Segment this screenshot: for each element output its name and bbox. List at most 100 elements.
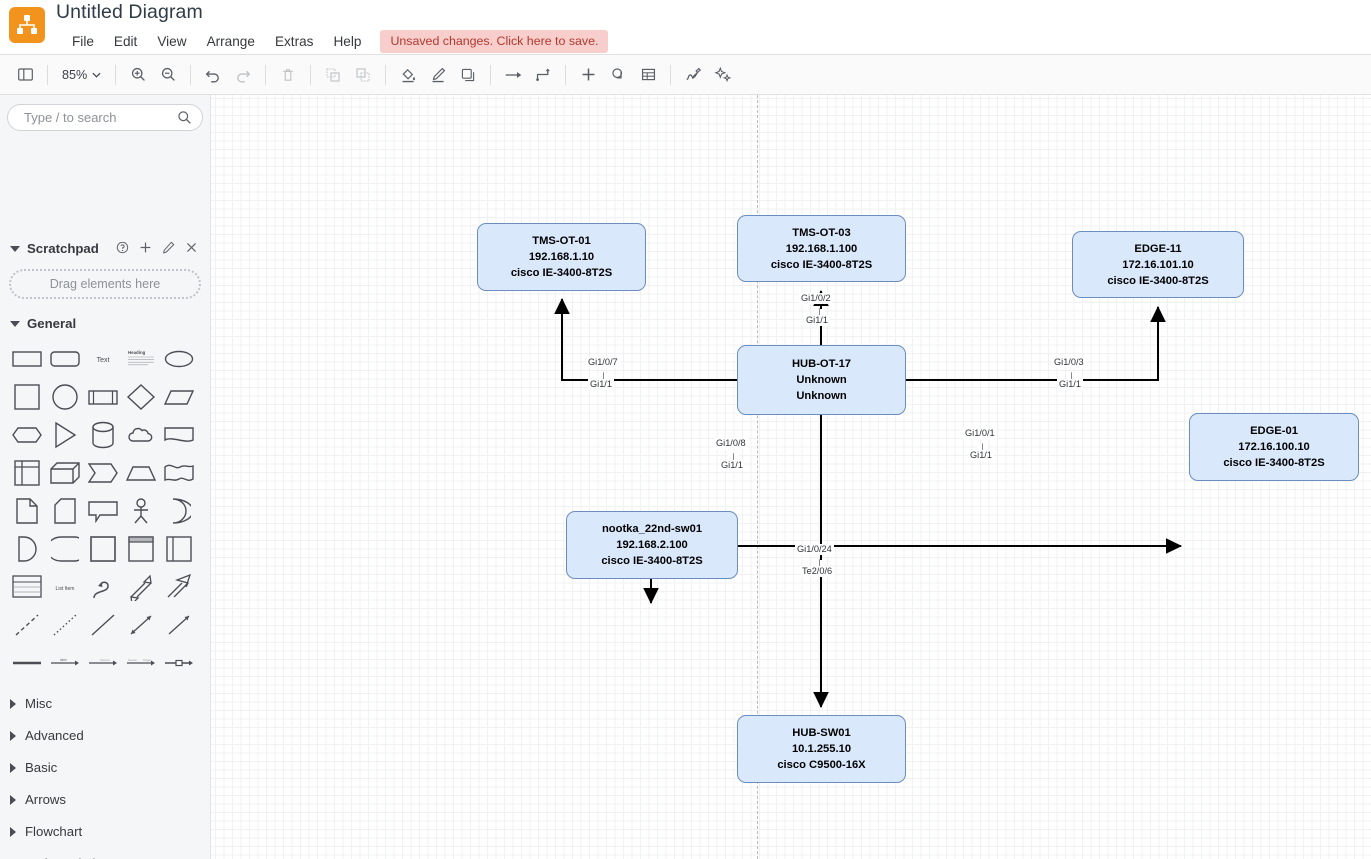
shape-plain-connector[interactable] xyxy=(8,644,46,682)
shape-or[interactable] xyxy=(160,492,198,530)
delete-icon[interactable] xyxy=(273,60,303,90)
shape-note[interactable] xyxy=(8,492,46,530)
shape-bidirectional-arrow[interactable] xyxy=(122,568,160,606)
sidebar-item-misc[interactable]: Misc xyxy=(10,696,52,711)
shape-cloud[interactable] xyxy=(122,416,160,454)
shape-labeled-connector[interactable]: label xyxy=(46,644,84,682)
shape-textbox[interactable]: Heading xyxy=(122,340,160,378)
shape-process[interactable] xyxy=(84,378,122,416)
node-hub-sw01[interactable]: HUB-SW01 10.1.255.10 cisco C9500-16X xyxy=(737,715,906,783)
redo-icon[interactable] xyxy=(228,60,258,90)
svg-text:Target: Target xyxy=(143,658,151,662)
shape-edge-with-node[interactable] xyxy=(160,644,198,682)
shape-text[interactable]: Text xyxy=(84,340,122,378)
menu-view[interactable]: View xyxy=(147,31,196,52)
shape-container[interactable] xyxy=(84,530,122,568)
sidebar-item-flowchart[interactable]: Flowchart xyxy=(10,824,82,839)
shape-parallelogram[interactable] xyxy=(160,378,198,416)
shape-triangle[interactable] xyxy=(46,416,84,454)
shape-step[interactable] xyxy=(84,454,122,492)
shape-dotted-line[interactable] xyxy=(46,606,84,644)
shape-arrow-line[interactable] xyxy=(160,606,198,644)
shape-cube[interactable] xyxy=(46,454,84,492)
help-icon[interactable] xyxy=(116,241,129,259)
shape-ellipse[interactable] xyxy=(160,340,198,378)
shape-curved-arrow[interactable] xyxy=(84,568,122,606)
shape-bidi-labeled-connector[interactable]: Source xyxy=(84,644,122,682)
node-hub-ot-17[interactable]: HUB-OT-17 Unknown Unknown xyxy=(737,345,906,415)
shape-delay[interactable] xyxy=(8,530,46,568)
shape-block-arrow[interactable] xyxy=(160,568,198,606)
shape-cylinder[interactable] xyxy=(84,416,122,454)
to-front-icon[interactable] xyxy=(318,60,348,90)
diagram-canvas[interactable]: TMS-OT-01 192.168.1.10 cisco IE-3400-8T2… xyxy=(211,95,1371,859)
edit-icon[interactable] xyxy=(162,241,175,259)
shape-callout[interactable] xyxy=(84,492,122,530)
insert-comment-icon[interactable] xyxy=(603,60,633,90)
menu-help[interactable]: Help xyxy=(323,31,371,52)
shape-tape[interactable] xyxy=(160,454,198,492)
shape-square[interactable] xyxy=(8,378,46,416)
undo-icon[interactable] xyxy=(198,60,228,90)
node-edge-01[interactable]: EDGE-01 172.16.100.10 cisco IE-3400-8T2S xyxy=(1189,413,1359,481)
close-icon[interactable] xyxy=(185,241,198,259)
scratchpad-header[interactable]: Scratchpad xyxy=(10,241,99,256)
zoom-in-icon[interactable] xyxy=(123,60,153,90)
shadow-icon[interactable] xyxy=(453,60,483,90)
sidebar-item-basic[interactable]: Basic xyxy=(10,760,57,775)
node-tms-ot-01[interactable]: TMS-OT-01 192.168.1.10 cisco IE-3400-8T2… xyxy=(477,223,646,291)
line-color-icon[interactable] xyxy=(423,60,453,90)
shape-list[interactable] xyxy=(8,568,46,606)
zoom-level-select[interactable]: 85% xyxy=(55,64,108,86)
insert-table-icon[interactable] xyxy=(633,60,663,90)
node-edge-11[interactable]: EDGE-11 172.16.101.10 cisco IE-3400-8T2S xyxy=(1072,231,1244,298)
shape-diamond[interactable] xyxy=(122,378,160,416)
shape-circle[interactable] xyxy=(46,378,84,416)
shape-card[interactable] xyxy=(46,492,84,530)
to-back-icon[interactable] xyxy=(348,60,378,90)
search-shapes-box[interactable] xyxy=(7,104,203,131)
search-input[interactable] xyxy=(22,105,172,130)
edge-label-target-hub-to-edge-11: Gi1/1 xyxy=(1057,379,1083,390)
unsaved-changes-button[interactable]: Unsaved changes. Click here to save. xyxy=(380,30,608,53)
edge-label-source-hub-to-hub-sw01: Gi1/0/24 xyxy=(795,544,834,555)
menu-arrange[interactable]: Arrange xyxy=(197,31,265,52)
shape-list-item[interactable]: List Item xyxy=(46,568,84,606)
freehand-icon[interactable] xyxy=(678,60,708,90)
sidebar-item-advanced[interactable]: Advanced xyxy=(10,728,84,743)
shape-horizontal-container[interactable] xyxy=(160,530,198,568)
shape-actor[interactable] xyxy=(122,492,160,530)
menu-file[interactable]: File xyxy=(62,31,104,52)
smart-template-icon[interactable] xyxy=(708,60,738,90)
search-icon[interactable] xyxy=(177,110,192,130)
sidebar-item-arrows[interactable]: Arrows xyxy=(10,792,66,807)
scratchpad-dropzone[interactable]: Drag elements here xyxy=(9,269,201,299)
menu-edit[interactable]: Edit xyxy=(104,31,147,52)
shape-dashed-line[interactable] xyxy=(8,606,46,644)
node-nootka-22nd-sw01[interactable]: nootka_22nd-sw01 192.168.2.100 cisco IE-… xyxy=(566,511,738,579)
shape-display[interactable] xyxy=(46,530,84,568)
page-title[interactable]: Untitled Diagram xyxy=(56,1,203,24)
node-model: cisco IE-3400-8T2S xyxy=(601,553,702,569)
svg-text:List Item: List Item xyxy=(56,586,75,592)
shape-internal-storage[interactable] xyxy=(8,454,46,492)
shape-rounded-rectangle[interactable] xyxy=(46,340,84,378)
shape-trapezoid[interactable] xyxy=(122,454,160,492)
zoom-out-icon[interactable] xyxy=(153,60,183,90)
add-icon[interactable] xyxy=(139,241,152,259)
waypoints-icon[interactable] xyxy=(528,60,558,90)
connection-arrow-icon[interactable] xyxy=(498,60,528,90)
menu-extras[interactable]: Extras xyxy=(265,31,324,52)
shape-hexagon[interactable] xyxy=(8,416,46,454)
shape-document[interactable] xyxy=(160,416,198,454)
node-tms-ot-03[interactable]: TMS-OT-03 192.168.1.100 cisco IE-3400-8T… xyxy=(737,215,906,282)
fill-color-icon[interactable] xyxy=(393,60,423,90)
shape-vertical-container[interactable] xyxy=(122,530,160,568)
shape-line[interactable] xyxy=(84,606,122,644)
shape-rectangle[interactable] xyxy=(8,340,46,378)
general-section-header[interactable]: General xyxy=(10,316,76,331)
toggle-format-panel-icon[interactable] xyxy=(10,60,40,90)
shape-dual-label-connector[interactable]: SourceTarget xyxy=(122,644,160,682)
shape-double-arrow-line[interactable] xyxy=(122,606,160,644)
insert-shape-icon[interactable] xyxy=(573,60,603,90)
